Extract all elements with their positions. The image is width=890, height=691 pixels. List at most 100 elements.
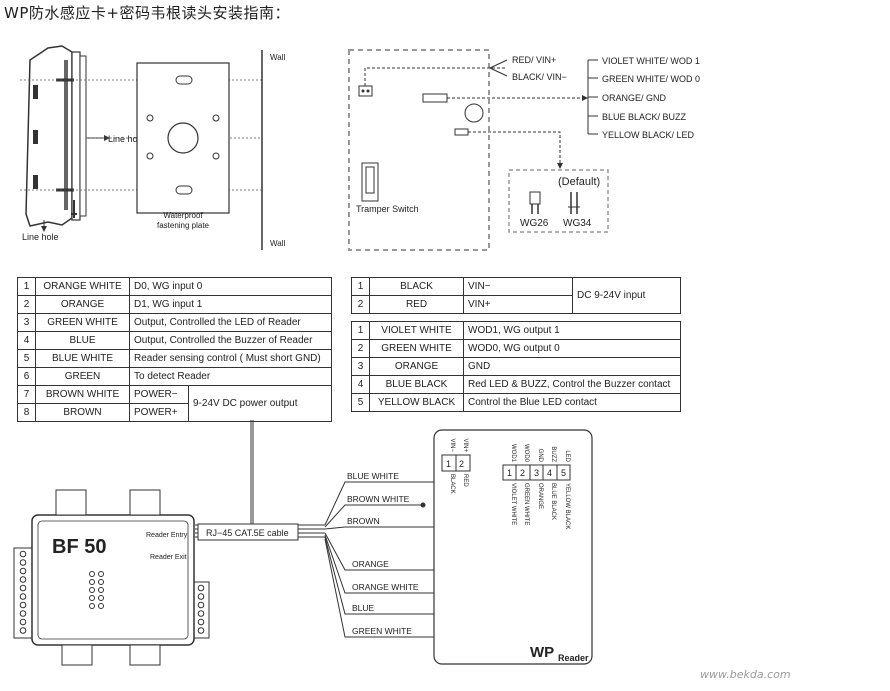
out-pin-5: 5 (561, 468, 566, 478)
watermark: www.bekda.com (700, 668, 791, 681)
cable-label-box (197, 523, 299, 541)
arrow-head-icon (41, 226, 47, 232)
terminal-screw (19, 627, 27, 634)
plate-center-hole (167, 122, 199, 154)
screw-vertical (71, 200, 77, 218)
reader-logo: WP (530, 644, 554, 661)
reader-exit-label: Reader Exit (150, 554, 187, 561)
output-label-buzz: BLUE BLACK/ BUZZ (602, 112, 687, 122)
led-dot (98, 603, 104, 609)
out-top-label: WOD0 (523, 444, 529, 463)
reader-plate-edge (79, 55, 87, 217)
wg26-label: WG26 (520, 218, 549, 229)
led-dot (89, 595, 95, 601)
pin-top-label: VIN− (449, 438, 455, 452)
wg34-label: WG34 (563, 218, 592, 229)
out-bottom-label: YELLOW BLACK (564, 483, 570, 529)
red-lead (489, 59, 508, 69)
output-label-gnd: ORANGE/ GND (602, 93, 667, 103)
reader-inner-edge (64, 60, 68, 210)
reader-body (433, 429, 593, 665)
led-dot (98, 595, 104, 601)
plate-small-hole (146, 114, 154, 122)
terminal-screw (19, 550, 27, 558)
out-pin-2: 2 (520, 468, 525, 478)
terminal-screw (197, 618, 205, 626)
terminal-screw (19, 567, 27, 575)
board-outline (348, 49, 490, 251)
bf50-body (31, 514, 195, 646)
terminal-screw (19, 601, 27, 609)
junction-dot (420, 502, 426, 508)
out-top-label: BUZZ (550, 446, 556, 462)
output-label-wod1: VIOLET WHITE/ WOD 1 (602, 56, 700, 66)
table-row: 1 BLACK VIN− DC 9-24V input (351, 277, 681, 314)
power-input-table: 1 BLACK VIN− DC 9-24V input 2 RED VIN+ (351, 277, 681, 314)
wp-reader: 1 2 VIN− VIN+ BLACK RED 1 2 3 4 5 WOD1 W… (433, 429, 593, 665)
wire-label-brown: BROWN (347, 516, 380, 526)
jumper-settings-box (508, 169, 609, 233)
plate-caption: Waterproof (163, 211, 203, 220)
black-lead (489, 67, 508, 77)
out-top-label: GND (537, 449, 543, 463)
cable-label: RJ−45 CAT.5E cable (206, 528, 289, 538)
pin-1: 1 (446, 459, 451, 469)
pin-2: 2 (459, 459, 464, 469)
page-title: WP防水感应卡+密码韦根读头安装指南： (4, 4, 290, 22)
jumper-lead (468, 131, 561, 165)
terminal-screw (19, 584, 27, 592)
reader-button (33, 175, 38, 189)
led-dot (89, 571, 95, 577)
bf50-mount-tab (129, 489, 161, 516)
plate-small-hole (212, 152, 220, 160)
tamper-switch-label: Tramper Switch (356, 204, 419, 214)
line-hole-label: Line hole (108, 134, 145, 144)
terminal-screw (197, 610, 205, 617)
terminal-screw (197, 627, 205, 634)
terminal-screw (197, 584, 205, 592)
wire-label-blue-white: BLUE WHITE (347, 471, 399, 481)
arrow-head-icon (557, 163, 563, 169)
plate-small-hole (212, 114, 220, 122)
power-connector (358, 85, 373, 97)
led-dot (89, 587, 95, 593)
led-dot (89, 603, 95, 609)
reader-back-plate (71, 51, 81, 221)
terminal-screw (19, 618, 27, 626)
led-dot (98, 587, 104, 593)
line-hole-label: Line hole (22, 232, 59, 242)
terminal-screws (19, 550, 205, 634)
output-label-wod0: GREEN WHITE/ WOD 0 (602, 74, 700, 84)
bf50-controller: BF 50 Reader Entry Reader Exit (13, 489, 210, 666)
wire-label-blue: BLUE (352, 603, 375, 613)
out-pin-4: 4 (547, 468, 552, 478)
reader-entry-label: Reader Entry (146, 532, 188, 539)
plate-slot (175, 185, 193, 195)
terminal-screw (19, 610, 27, 617)
led-dot (89, 579, 95, 585)
out-pin-1: 1 (507, 468, 512, 478)
terminal-screw (19, 593, 27, 600)
plate-caption: fastening plate (157, 221, 210, 230)
reader-button (33, 85, 38, 99)
terminal-screw (197, 601, 205, 609)
output-terminal (502, 464, 571, 481)
out-bottom-label: BLUE BLACK (550, 483, 556, 520)
mounting-diagram: Line hole Line hole Waterproof fastening… (20, 45, 285, 250)
black-vin-label: BLACK/ VIN− (512, 72, 567, 82)
arrow-head-icon (582, 95, 588, 101)
bf50-mount-tab (61, 644, 93, 666)
led-dot (98, 571, 104, 577)
